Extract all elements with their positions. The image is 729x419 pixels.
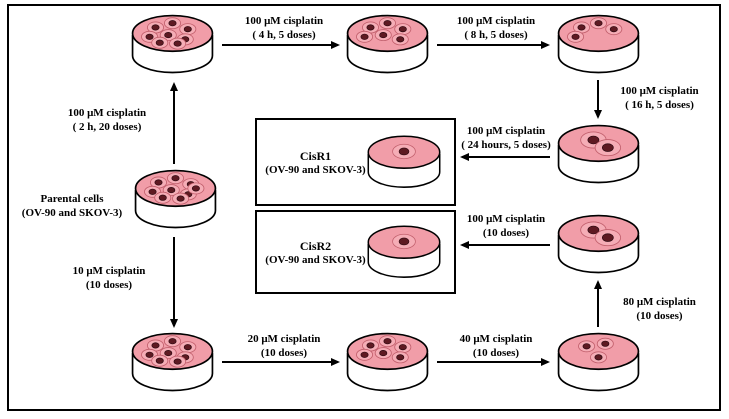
- label-80uM: 80 μM cisplatin (10 doses): [623, 296, 696, 323]
- dish-cisr2: [366, 224, 442, 280]
- dish-right-cisr2-source: [556, 213, 641, 276]
- dish-top-right: [556, 13, 641, 76]
- dish-top-middle: [345, 13, 430, 76]
- cisr1-title: CisR1: [299, 148, 332, 163]
- cisr2-box: CisR2 (OV-90 and SKOV-3): [255, 210, 456, 294]
- parental-line2: (OV-90 and SKOV-3): [21, 207, 123, 220]
- cisr1-label: CisR1 (OV-90 and SKOV-3): [265, 149, 366, 176]
- dish-top-left: [130, 13, 215, 76]
- cisr1-box: CisR1 (OV-90 and SKOV-3): [255, 118, 456, 206]
- label-24h: 100 μM cisplatin ( 24 hours, 5 doses): [461, 125, 551, 152]
- diagram-frame: [7, 4, 721, 411]
- label-8h: 100 μM cisplatin ( 8 h, 5 doses): [456, 15, 536, 42]
- dish-bottom-left: [130, 331, 215, 394]
- dish-right-16h: [556, 123, 641, 186]
- cisr2-title: CisR2: [299, 238, 332, 253]
- label-10uM: 10 μM cisplatin (10 doses): [72, 265, 146, 292]
- label-20uM: 20 μM cisplatin (10 doses): [247, 333, 321, 360]
- cisr1-subtitle: (OV-90 and SKOV-3): [265, 163, 366, 176]
- dish-cisr1: [366, 134, 442, 190]
- dish-parental: [133, 168, 218, 231]
- dish-bottom-middle: [345, 331, 430, 394]
- cisr2-subtitle: (OV-90 and SKOV-3): [265, 253, 366, 266]
- label-100uM-10doses: 100 μM cisplatin (10 doses): [466, 213, 546, 240]
- dish-bottom-right: [556, 331, 641, 394]
- label-16h: 100 μM cisplatin ( 16 h, 5 doses): [620, 85, 699, 112]
- parental-cells-label: Parental cells (OV-90 and SKOV-3): [12, 192, 132, 221]
- label-40uM: 40 μM cisplatin (10 doses): [459, 333, 533, 360]
- label-2h: 100 μM cisplatin ( 2 h, 20 doses): [67, 107, 147, 134]
- label-4h: 100 μM cisplatin ( 4 h, 5 doses): [244, 15, 324, 42]
- cisr2-label: CisR2 (OV-90 and SKOV-3): [265, 239, 366, 266]
- parental-line1: Parental cells: [40, 193, 104, 205]
